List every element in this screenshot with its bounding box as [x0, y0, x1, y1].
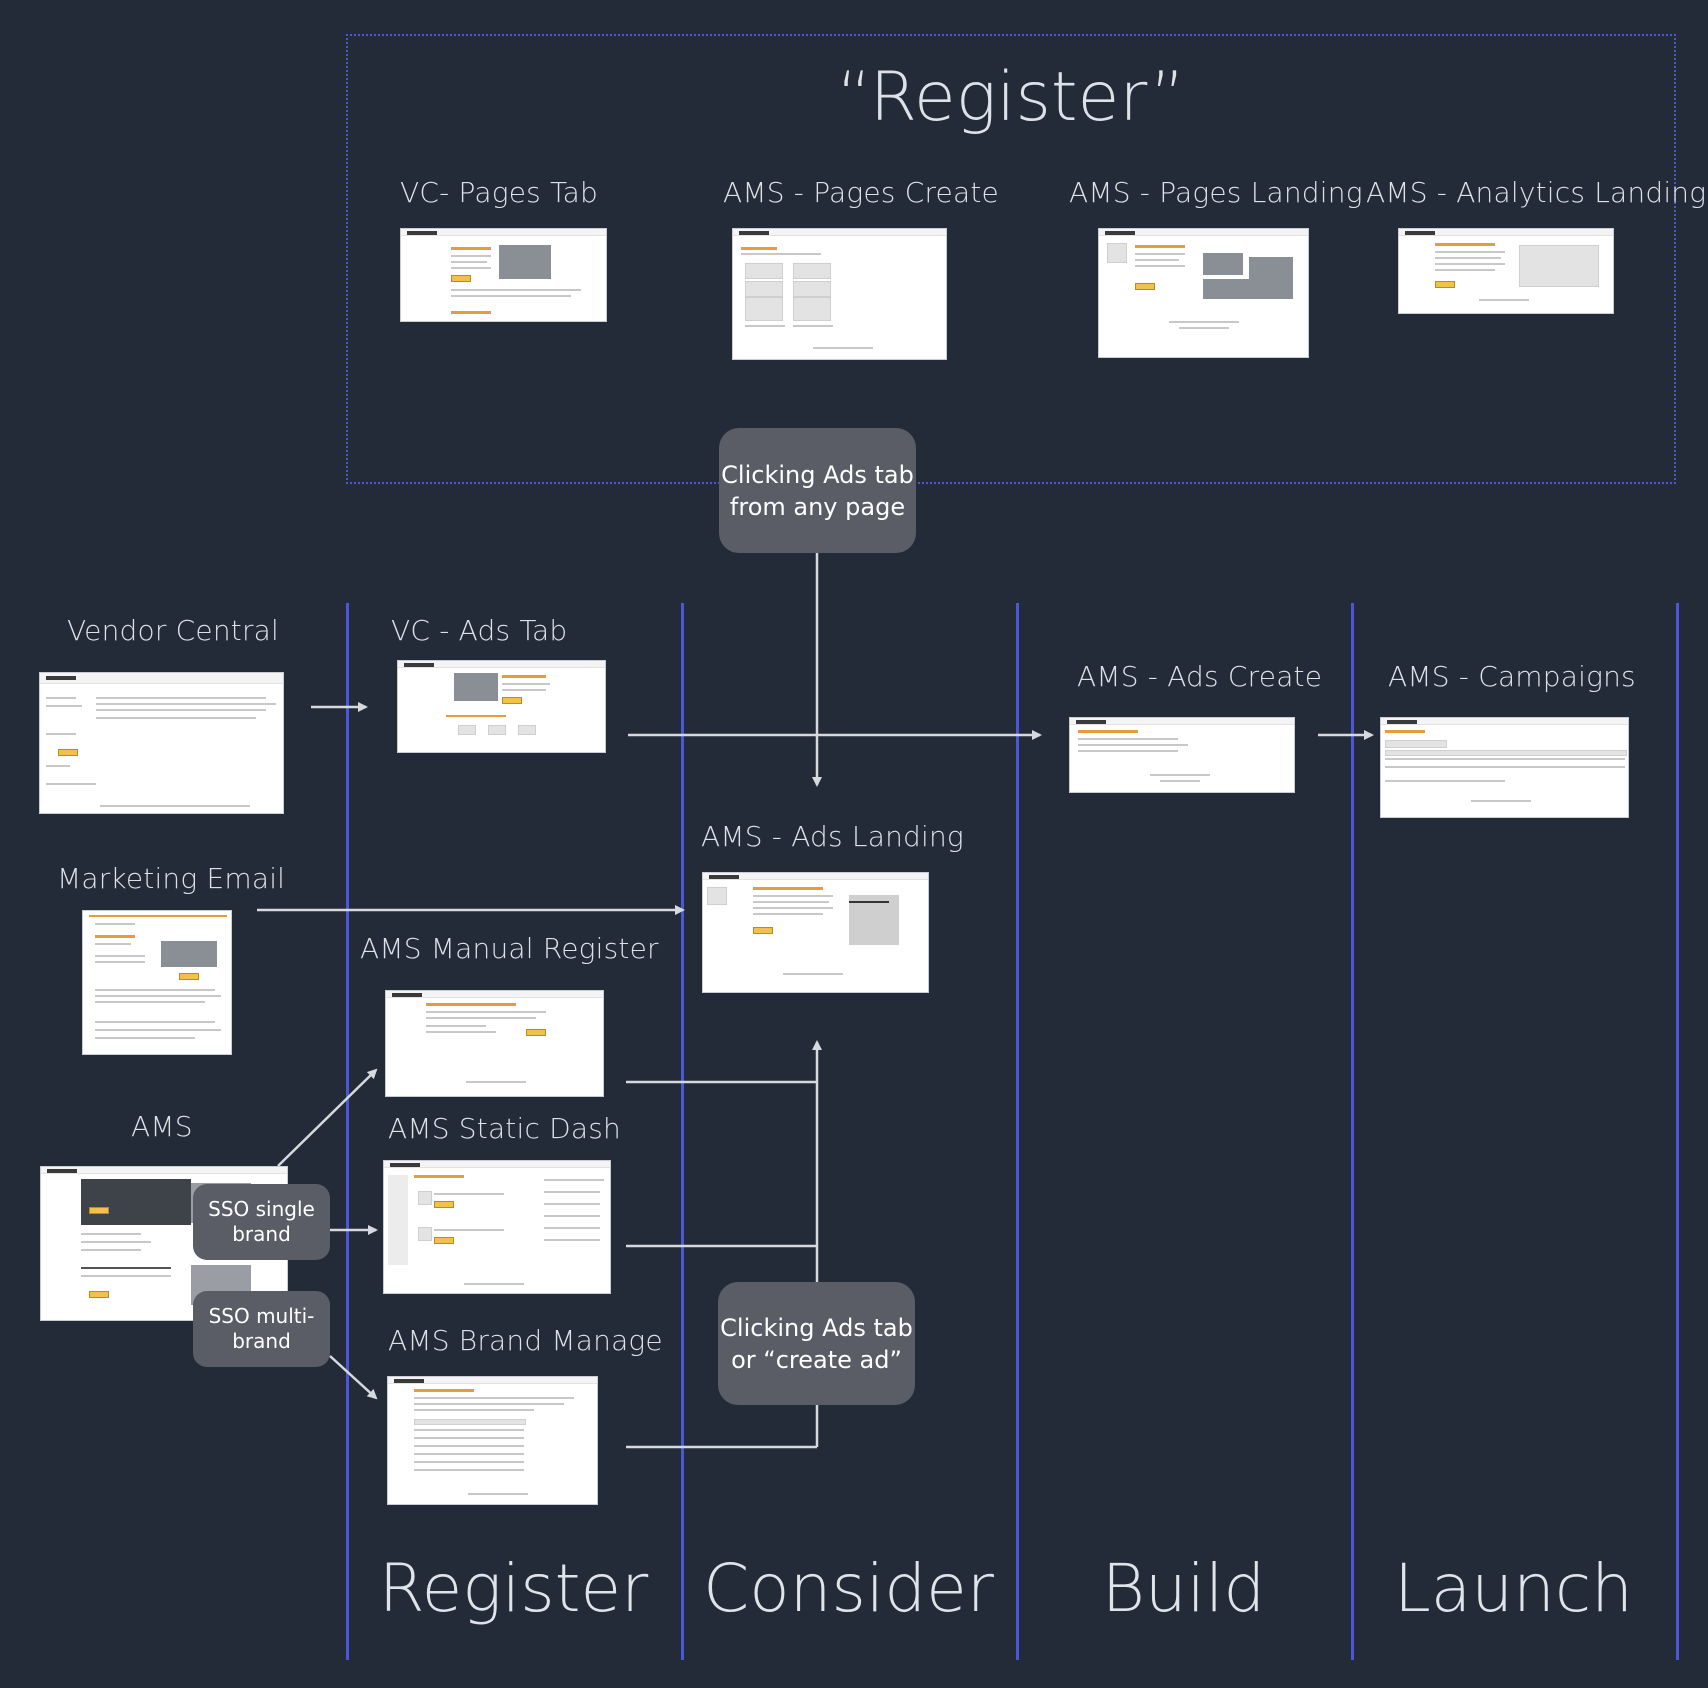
screenshot-vendor-central	[39, 672, 284, 814]
stage-build: Build	[1101, 1550, 1266, 1627]
screenshot-ams-pages-create	[732, 228, 947, 360]
register-group-title: “Register”	[836, 58, 1186, 137]
label-ams: AMS	[131, 1110, 193, 1143]
stage-consider: Consider	[703, 1550, 994, 1627]
screenshot-ams-pages-landing	[1098, 228, 1309, 358]
screenshot-ams-analytics-landing	[1398, 228, 1614, 314]
stage-divider	[1676, 603, 1679, 1660]
label-marketing-email: Marketing Email	[57, 862, 286, 895]
screenshot-vc-pages-tab	[400, 228, 607, 322]
screenshot-ams-manual-register	[385, 990, 604, 1097]
screenshot-ams-static-dash	[383, 1160, 611, 1294]
label-ams-ads-create: AMS - Ads Create	[1077, 660, 1323, 693]
stage-divider	[1351, 603, 1354, 1660]
label-vc-ads-tab: VC - Ads Tab	[391, 614, 568, 647]
label-ams-analytics-landing: AMS - Analytics Landing	[1366, 176, 1707, 209]
stage-divider	[346, 603, 349, 1660]
stage-divider	[681, 603, 684, 1660]
callout-ads-tab-any-page: Clicking Ads tab from any page	[719, 428, 916, 553]
label-vendor-central: Vendor Central	[67, 614, 280, 647]
label-ams-campaigns: AMS - Campaigns	[1388, 660, 1636, 693]
stage-launch: Launch	[1394, 1550, 1633, 1627]
label-ams-ads-landing: AMS - Ads Landing	[701, 820, 964, 853]
screenshot-ams-brand-manage	[387, 1376, 598, 1505]
stage-register: Register	[378, 1550, 649, 1627]
label-ams-static-dash: AMS Static Dash	[388, 1112, 622, 1145]
register-group-box	[346, 34, 1676, 484]
callout-ads-tab-create-ad: Clicking Ads tab or “create ad”	[718, 1282, 915, 1405]
screenshot-ams-ads-landing	[702, 872, 929, 993]
label-ams-manual-register: AMS Manual Register	[360, 932, 659, 965]
screenshot-ams-campaigns	[1380, 717, 1629, 818]
stage-divider	[1016, 603, 1019, 1660]
callout-sso-single-brand: SSO single brand	[193, 1184, 330, 1260]
label-ams-pages-landing: AMS - Pages Landing	[1069, 176, 1363, 209]
label-vc-pages-tab: VC- Pages Tab	[400, 176, 599, 209]
callout-sso-multi-brand: SSO multi-brand	[193, 1291, 330, 1367]
screenshot-vc-ads-tab	[397, 660, 606, 753]
label-ams-brand-manage: AMS Brand Manage	[388, 1324, 663, 1357]
screenshot-ams-ads-create	[1069, 717, 1295, 793]
label-ams-pages-create: AMS - Pages Create	[723, 176, 999, 209]
screenshot-marketing-email	[82, 910, 232, 1055]
